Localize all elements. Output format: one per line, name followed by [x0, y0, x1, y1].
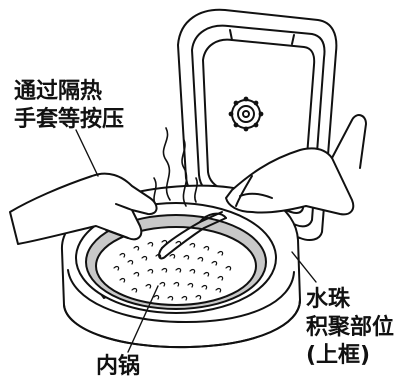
- droplets-location-label: 水珠 积聚部位 (上框): [306, 286, 394, 370]
- droplets-location-line3: (上框): [306, 343, 371, 368]
- droplets-location-line1: 水珠: [306, 287, 351, 312]
- left-hand: [9, 172, 158, 245]
- gloves-instruction-line1: 通过隔热: [14, 79, 103, 104]
- right-hand-with-spatula: [158, 114, 367, 260]
- gloves-instruction-label: 通过隔热 手套等按压: [14, 78, 124, 134]
- droplets-location-line2: 积聚部位: [306, 315, 395, 340]
- steam-vent-icon: [228, 96, 264, 132]
- inner-pot-text: 内锅: [96, 354, 141, 379]
- gloves-instruction-line2: 手套等按压: [14, 107, 125, 132]
- rice-grains: [113, 239, 232, 301]
- callout-lines: [75, 129, 317, 353]
- inner-pot-label: 内锅: [96, 353, 140, 381]
- steam-lines: [153, 127, 198, 207]
